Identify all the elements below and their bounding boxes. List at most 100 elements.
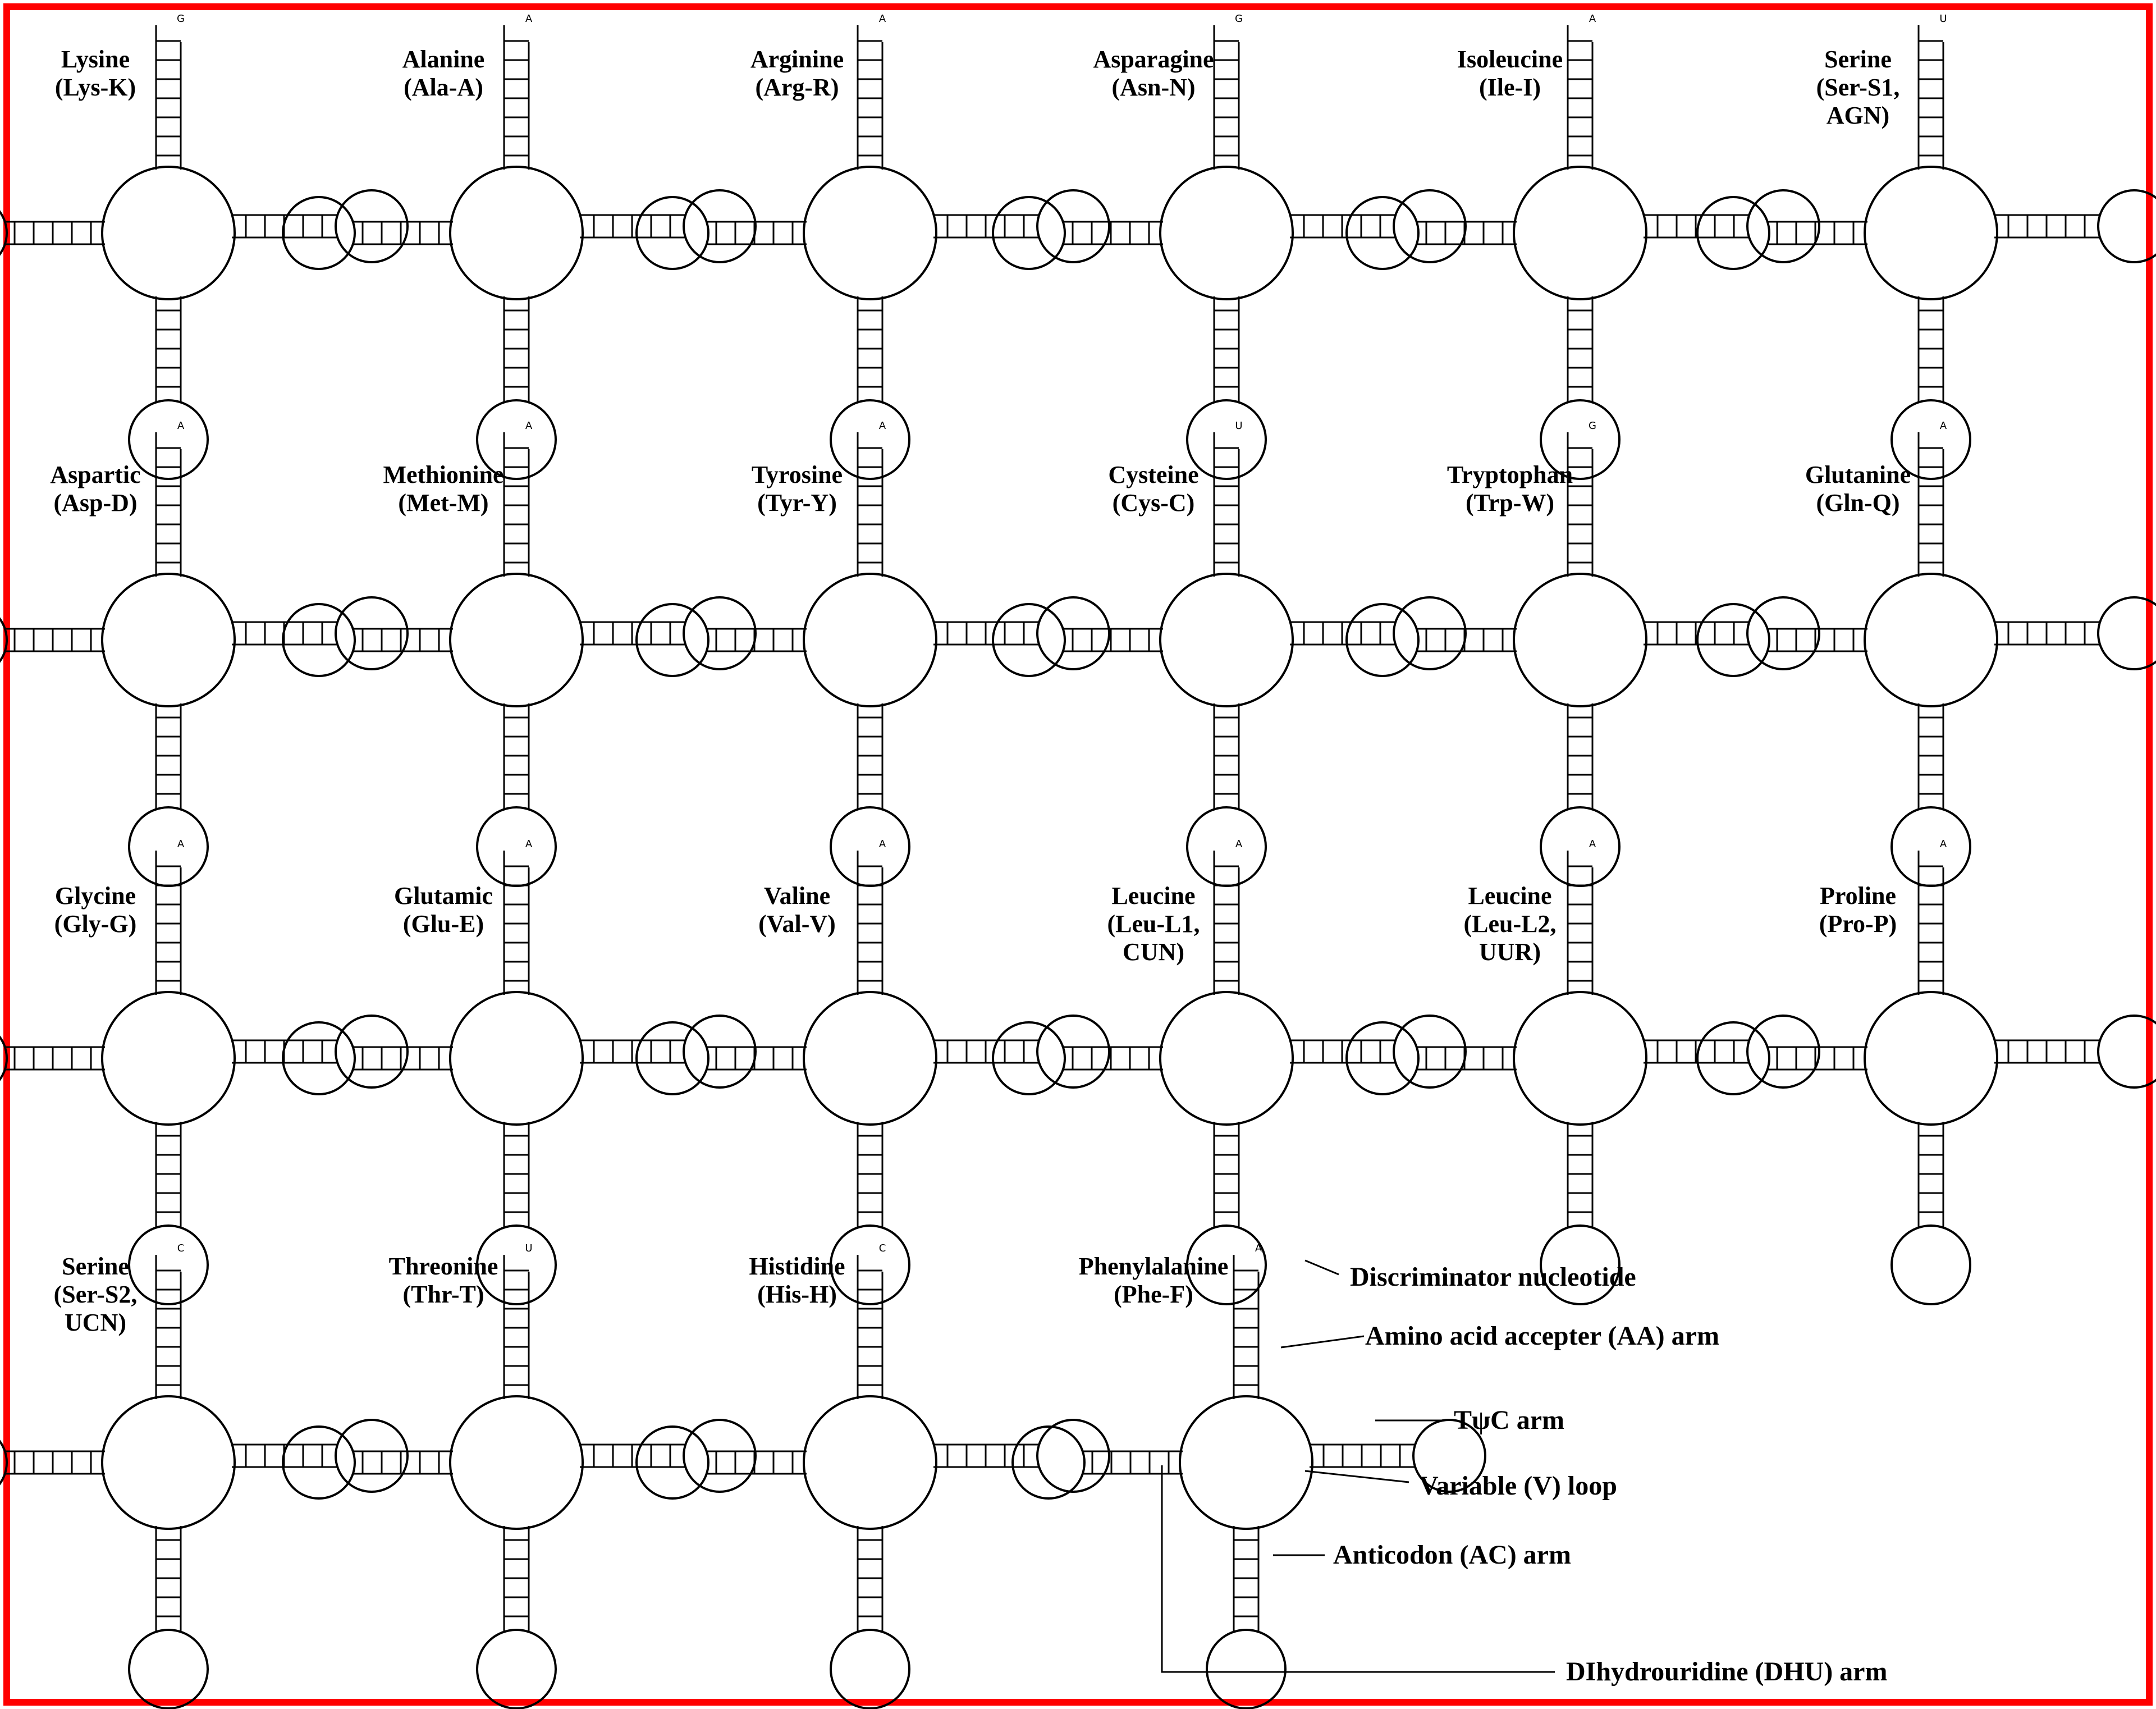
panel-title-line: Methionine: [383, 461, 503, 488]
tpsic-loop: [1036, 189, 1110, 263]
trna-panel: Tyrosine(Tyr-Y)A: [635, 420, 1110, 887]
panel-title-line: (Leu-L1,: [1107, 910, 1200, 938]
panel-title-line: Asparagine: [1093, 45, 1214, 73]
panel-title-line: Aspartic: [50, 461, 140, 488]
dhu-loop: [282, 1021, 356, 1095]
panel-title-line: (Met-M): [398, 489, 488, 517]
panel-title: Methionine(Met-M): [383, 461, 503, 517]
discriminator-base: A: [1940, 420, 1947, 432]
tpsic-loop: [335, 189, 409, 263]
central-loop: [101, 166, 236, 300]
discriminator-base: A: [1255, 1242, 1262, 1254]
tpsic-loop: [1036, 1419, 1110, 1493]
tpsic-loop: [1393, 1015, 1467, 1089]
dhu-loop: [282, 1425, 356, 1500]
dhu-loop: [992, 603, 1066, 677]
panel-title-line: Valine: [764, 882, 830, 910]
dhu-loop: [1345, 1021, 1420, 1095]
dhu-arm-label: DIhydrouridine (DHU) arm: [1566, 1657, 1887, 1687]
discriminator-base: A: [1940, 838, 1947, 850]
discriminator-base: A: [525, 420, 533, 432]
panel-title-line: (Gln-Q): [1816, 489, 1899, 517]
discriminator-base: C: [177, 1242, 185, 1254]
panel-title: Tryptophan(Trp-W): [1447, 461, 1573, 517]
anticodon-loop: [1186, 1224, 1267, 1305]
discriminator-base: A: [879, 13, 886, 25]
anticodon-loop: [1206, 1629, 1287, 1709]
trna-panel: Serine(Ser-S2,UCN)C: [0, 1242, 409, 1709]
trna-panel: Methionine(Met-M) A: [282, 420, 757, 887]
discriminator-base: A: [879, 838, 886, 850]
trna-panel: Aspartic(Asp-D)A: [0, 420, 409, 887]
anticodon-loop: [1540, 1224, 1621, 1305]
tpsic-loop: [2097, 596, 2156, 670]
discriminator-base: U: [1939, 13, 1947, 25]
tpsic-loop: [683, 189, 757, 263]
central-loop: [803, 166, 937, 300]
discriminator-base: G: [1589, 420, 1596, 432]
anticodon-loop: [830, 1629, 910, 1709]
panel-title-line: Tyrosine: [752, 461, 843, 488]
panel-title-line: Proline: [1820, 882, 1896, 910]
panel-title-line: (Cys-C): [1113, 489, 1195, 517]
central-loop: [1159, 991, 1294, 1126]
discriminator-base: A: [1235, 838, 1243, 850]
dhu-loop: [635, 603, 709, 677]
central-loop: [101, 1395, 236, 1530]
anticodon-loop: [830, 399, 910, 480]
discriminator-base: A: [177, 838, 185, 850]
panel-title-line: (Ser-S2,: [54, 1281, 138, 1308]
dhu-loop: [1696, 1021, 1770, 1095]
discriminator-base: U: [525, 1242, 532, 1254]
tpsic-arm-label: TψC arm: [1454, 1405, 1564, 1435]
trna-panel: Phenylalanine(Phe-F)A: [1011, 1242, 1486, 1709]
panel-title-line: (Ile-I): [1479, 74, 1541, 101]
panel-title-line: (Ser-S1,: [1816, 74, 1900, 101]
anticodon-arm-label: Anticodon (AC) arm: [1333, 1540, 1571, 1570]
dhu-loop: [0, 1035, 8, 1081]
panel-title-line: Threonine: [389, 1253, 498, 1280]
central-loop: [449, 166, 584, 300]
panel-title-line: (Gly-G): [54, 910, 137, 938]
discriminator-label: Discriminator nucleotide: [1350, 1262, 1636, 1292]
trna-panel: Leucine(Leu-L2,UUR)A: [1345, 838, 1820, 1305]
central-loop: [449, 991, 584, 1126]
central-loop: [1513, 991, 1647, 1126]
tpsic-loop: [1746, 189, 1820, 263]
panel-title-line: Glutanine: [1805, 461, 1911, 488]
tpsic-loop: [1412, 1419, 1486, 1493]
discriminator-base: A: [525, 838, 533, 850]
panel-title-line: (Lys-K): [55, 74, 136, 101]
tpsic-loop: [335, 596, 409, 670]
central-loop: [1159, 573, 1294, 707]
central-loop: [449, 573, 584, 707]
panel-title-line: (Ala-A): [404, 74, 483, 101]
central-loop: [803, 991, 937, 1126]
discriminator-base: A: [1589, 13, 1596, 25]
tpsic-loop: [683, 1015, 757, 1089]
tpsic-loop: [1393, 189, 1467, 263]
central-loop: [803, 573, 937, 707]
dhu-loop: [282, 196, 356, 270]
discriminator-leader: [1304, 1259, 1339, 1276]
anticodon-loop: [830, 1224, 910, 1305]
discriminator-base: A: [525, 13, 533, 25]
dhu-loop: [1345, 196, 1420, 270]
panel-title-line: (Val-V): [758, 910, 836, 938]
panel-title: Lysine(Lys-K): [55, 45, 136, 101]
tpsic-loop: [2097, 189, 2156, 263]
panel-title-line: CUN): [1123, 938, 1184, 966]
panel-title-line: (His-H): [757, 1281, 837, 1308]
anticodon-loop: [128, 1224, 209, 1305]
panel-title-line: (Pro-P): [1819, 910, 1897, 938]
anticodon-loop: [476, 399, 557, 480]
dhu-loop: [1696, 196, 1770, 270]
trna-panel: Serine(Ser-S1,AGN)U: [1696, 13, 2156, 480]
anticodon-loop: [1186, 399, 1267, 480]
anticodon-loop: [1540, 399, 1621, 480]
anticodon-loop: [476, 1224, 557, 1305]
tpsic-loop: [683, 1419, 757, 1493]
trna-panels: Lysine(Lys-K)GAlanine(Ala-A)AArginine(Ar…: [0, 13, 2156, 1709]
panel-title-line: AGN): [1827, 102, 1889, 129]
panel-title-line: Alanine: [402, 45, 485, 73]
